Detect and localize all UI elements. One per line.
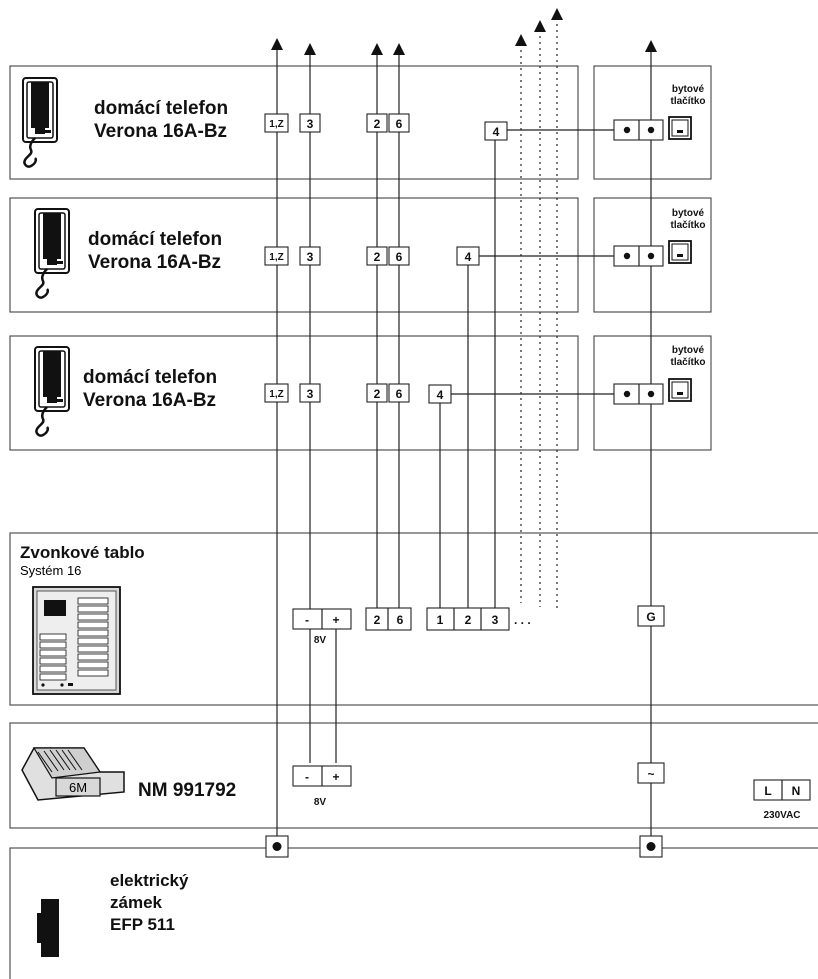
phone-terminal-3: 3 <box>299 383 321 403</box>
svg-text:3: 3 <box>307 250 314 264</box>
svg-text:1,Z: 1,Z <box>269 252 283 263</box>
doorbell-button-icon <box>668 378 692 402</box>
svg-text:~: ~ <box>647 767 654 781</box>
svg-text:3: 3 <box>307 387 314 401</box>
svg-text:1,Z: 1,Z <box>269 389 283 400</box>
phone-terminal-3: 3 <box>299 246 321 266</box>
phone-model: Verona 16A-Bz <box>88 252 221 273</box>
svg-text:3: 3 <box>307 117 314 131</box>
svg-text:N: N <box>792 784 801 798</box>
svg-text:G: G <box>646 610 655 624</box>
vertical-wires <box>276 18 652 836</box>
svg-text:3: 3 <box>492 613 499 627</box>
tablo-title: Zvonkové tablo <box>20 543 145 562</box>
button-caption: bytové <box>672 208 705 219</box>
svg-text:6: 6 <box>397 613 404 627</box>
button-caption: bytové <box>672 345 705 356</box>
power-supply-panel <box>9 722 818 829</box>
lock-terminal-left <box>265 835 289 858</box>
doorbell-button-icon <box>668 116 692 140</box>
svg-text:8V: 8V <box>314 635 327 646</box>
phone-terminal-6: 6 <box>388 383 410 403</box>
svg-text:+: + <box>332 770 339 784</box>
phone-terminal-2: 2 <box>366 246 388 266</box>
phone-terminal-2: 2 <box>366 113 388 133</box>
phone-terminal-2: 2 <box>366 383 388 403</box>
button-link-wires <box>451 129 614 395</box>
svg-text:8V: 8V <box>314 797 327 808</box>
svg-text:2: 2 <box>374 117 381 131</box>
button-caption: tlačítko <box>670 220 705 231</box>
svg-text:-: - <box>305 770 309 784</box>
svg-text:1,Z: 1,Z <box>269 119 283 130</box>
phone-panel-3 <box>9 335 579 451</box>
svg-text:2: 2 <box>374 387 381 401</box>
phone-terminal-4: 4 <box>456 246 480 266</box>
phone-terminal-3: 3 <box>299 113 321 133</box>
svg-text:2: 2 <box>465 613 472 627</box>
lock-panel <box>9 847 818 979</box>
phone-title: domácí telefon <box>88 229 222 250</box>
button-terminals <box>613 245 664 267</box>
button-caption: tlačítko <box>670 96 705 107</box>
doorbell-panel-icon <box>32 586 121 695</box>
phone-terminal-4: 4 <box>484 121 508 141</box>
svg-text:2: 2 <box>374 250 381 264</box>
lock-title: elektrický <box>110 871 189 890</box>
phone-model: Verona 16A-Bz <box>94 121 227 142</box>
phone-panel-2 <box>9 197 579 313</box>
svg-text:230VAC: 230VAC <box>763 810 800 821</box>
svg-text:-: - <box>305 613 309 627</box>
power-terminal-8v: - + 8V <box>292 765 352 808</box>
svg-text:6: 6 <box>396 117 403 131</box>
mains-terminal-ln: L N 230VAC <box>753 779 811 821</box>
phone-terminal-6: 6 <box>388 246 410 266</box>
phone-terminal-1z: 1,Z <box>264 246 289 266</box>
din-rail-module-icon: 6M <box>21 747 125 801</box>
phone-terminal-6: 6 <box>388 113 410 133</box>
svg-text:L: L <box>764 784 771 798</box>
phone-terminal-1z: 1,Z <box>264 113 289 133</box>
phone-terminal-1z: 1,Z <box>264 383 289 403</box>
arrow-heads <box>271 8 657 55</box>
phone-terminal-4: 4 <box>428 384 452 404</box>
power-terminal-ac: ~ <box>637 762 665 784</box>
phone-title: domácí telefon <box>83 367 217 388</box>
electric-lock-icon <box>37 899 59 957</box>
lock-terminal-right <box>639 835 663 858</box>
svg-text:4: 4 <box>437 388 444 402</box>
module-size-label: 6M <box>69 780 87 795</box>
phone-panel-1 <box>9 65 579 180</box>
tablo-call-terminals: 1 2 3 . . . <box>426 607 531 631</box>
phone-model: Verona 16A-Bz <box>83 390 216 411</box>
svg-text:2: 2 <box>374 613 381 627</box>
tablo-subtitle: Systém 16 <box>20 563 81 578</box>
power-supply-model: NM 991792 <box>138 780 236 801</box>
lock-title: zámek <box>110 893 163 912</box>
svg-text:6: 6 <box>396 250 403 264</box>
svg-text:6: 6 <box>396 387 403 401</box>
lock-model: EFP 511 <box>110 915 175 934</box>
more-terminals-ellipsis: . . . <box>514 613 531 627</box>
tablo-terminal-g: G <box>637 605 665 627</box>
tablo-terminal-2-6: 2 6 <box>365 607 412 631</box>
svg-text:1: 1 <box>437 613 444 627</box>
phone-title: domácí telefon <box>94 98 228 119</box>
tablo-panel <box>9 532 818 706</box>
button-caption: bytové <box>672 84 705 95</box>
svg-text:4: 4 <box>493 125 500 139</box>
svg-text:+: + <box>332 613 339 627</box>
button-terminals <box>613 383 664 405</box>
tablo-terminal-8v: - + 8V <box>292 608 352 646</box>
svg-text:4: 4 <box>465 250 472 264</box>
doorbell-button-icon <box>668 240 692 264</box>
button-terminals <box>613 119 664 141</box>
button-caption: tlačítko <box>670 357 705 368</box>
